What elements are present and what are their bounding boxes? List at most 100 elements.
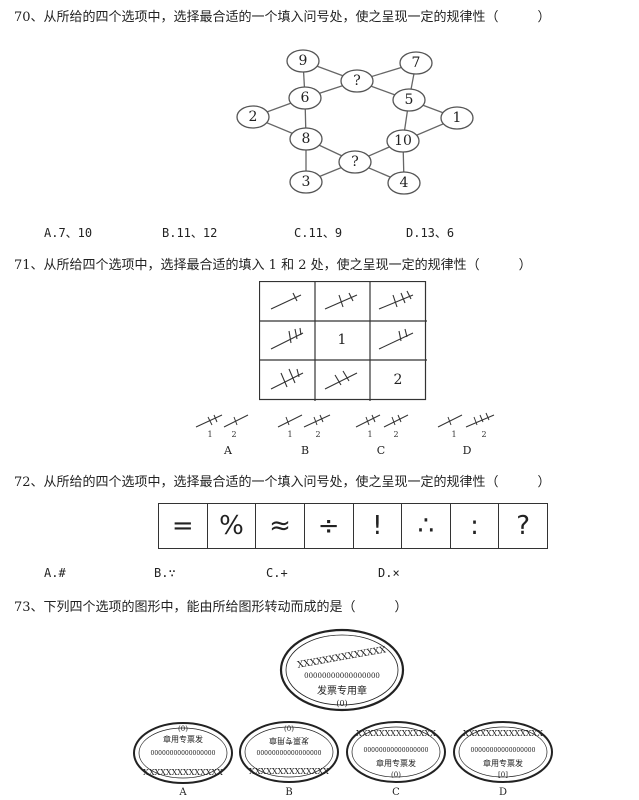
q72-option-a[interactable]: A.#: [44, 566, 66, 580]
q73-option-d-letter[interactable]: D: [499, 787, 507, 798]
q70-node-4: [387, 171, 421, 195]
q73-c-xs: XXXXXXXXXXXXXX: [356, 729, 436, 738]
q70-node-5: [392, 88, 426, 112]
q71-grid: 1 2: [259, 281, 427, 401]
q73-option-c-stamp: XXXXXXXXXXXXXX 00000000000000000 章用专票发 (…: [346, 721, 446, 783]
q73-b-label: 发票专用章: [269, 736, 309, 746]
q73-a-zeros: 00000000000000000: [151, 750, 216, 757]
q70-label-top-question: ?: [353, 73, 361, 89]
q70-label-4: 4: [400, 175, 409, 191]
q71-cell-r2c3-figure: [378, 328, 414, 350]
q71-option-b-figure: [277, 414, 331, 428]
q71-b-sub-2: 2: [315, 430, 320, 439]
q71-option-d-letter[interactable]: D: [463, 444, 472, 457]
q70-node-2: [236, 105, 270, 129]
q73-option-d-stamp: XXXXXXXXXXXXXX 00000000000000000 章用专票发 […: [453, 721, 553, 783]
q73-main-stamp: XXXXXXXXXXXXXX 00000000000000000 发票专用章 (…: [279, 628, 405, 712]
q73-d-zeros: 00000000000000000: [471, 747, 536, 754]
q71-d-sub-1: 1: [451, 430, 456, 439]
q71-option-d-figure: [437, 412, 495, 428]
q71-cell-r1c1-figure: [270, 292, 302, 310]
q70-option-d[interactable]: D.13、6: [406, 226, 455, 240]
q71-cell-r1c2-figure: [324, 292, 358, 310]
q73-a-code: (0): [178, 725, 188, 733]
q73-figures: XXXXXXXXXXXXXX 00000000000000000 发票专用章 (…: [133, 628, 553, 798]
q73-b-zeros: 00000000000000000: [257, 750, 322, 757]
q72-symbol-4: ÷: [305, 504, 354, 548]
question-72-text: 72、从所给的四个选项中，选择最合适的一个填入问号处，使之呈现一定的规律性（ ）: [14, 475, 551, 490]
q72-symbol-7: :: [451, 504, 500, 548]
q72-symbol-question: ?: [516, 511, 531, 541]
q70-label-bottom-question: ?: [351, 154, 359, 170]
q70-option-c[interactable]: C.11、9: [294, 226, 343, 240]
q73-a-label: 章用专票发: [163, 734, 203, 744]
q72-symbol-5: !: [354, 504, 403, 548]
q72-symbol-2: %: [208, 504, 257, 548]
q70-node-bottom-question: [338, 150, 372, 174]
q73-option-c-letter[interactable]: C: [392, 787, 400, 798]
q73-option-a-stamp: (0) 章用专票发 00000000000000000 XXXXXXXXXXXX…: [133, 722, 233, 784]
q73-b-code: (0): [284, 725, 294, 733]
q71-a-sub-2: 2: [231, 430, 236, 439]
q73-b-xs: XXXXXXXXXXXXXX: [249, 767, 329, 776]
q70-node-8: [289, 127, 323, 151]
q70-node-7: [399, 51, 433, 75]
q71-option-c-letter[interactable]: C: [377, 444, 385, 457]
question-73-text: 73、下列四个选项的图形中，能由所给图形转动而成的是（ ）: [14, 600, 408, 615]
q73-c-label: 章用专票发: [376, 758, 416, 768]
q72-symbol-sequence: = % ≈ ÷ ! ∴ : ?: [158, 503, 548, 549]
q71-b-sub-1: 1: [287, 430, 292, 439]
q73-d-code: [0]: [498, 771, 508, 779]
q70-label-7: 7: [412, 55, 421, 71]
q70-node-6: [288, 86, 322, 110]
q72-option-b[interactable]: B.∵: [154, 566, 176, 580]
q70-label-10: 10: [394, 133, 412, 149]
q71-cell-r3c1-figure: [270, 368, 304, 390]
q70-node-3: [289, 170, 323, 194]
q70-label-1: 1: [453, 110, 462, 126]
q73-option-a-letter[interactable]: A: [178, 787, 187, 798]
question-71-text: 71、从所给四个选项中，选择最合适的填入 1 和 2 处，使之呈现一定的规律性（…: [14, 258, 532, 273]
q70-label-2: 2: [249, 109, 258, 125]
q70-option-b[interactable]: B.11、12: [162, 226, 218, 240]
q70-label-8: 8: [302, 131, 311, 147]
q71-a-sub-1: 1: [207, 430, 212, 439]
q71-cell-1-label: 1: [338, 332, 347, 348]
q70-label-6: 6: [301, 90, 310, 106]
q73-c-zeros: 00000000000000000: [364, 747, 429, 754]
q71-c-sub-1: 1: [367, 430, 372, 439]
q71-option-b-letter[interactable]: B: [301, 444, 309, 457]
q73-main-code: (0): [336, 699, 347, 708]
q70-label-9: 9: [299, 53, 308, 69]
q73-d-label: 章用专票发: [483, 758, 523, 768]
question-70-text: 70、从所给的四个选项中，选择最合适的一个填入问号处，使之呈现一定的规律性（ ）: [14, 10, 551, 25]
q72-option-c[interactable]: C.+: [266, 566, 288, 580]
q71-cell-2-label: 2: [394, 372, 403, 388]
q70-node-9: [286, 49, 320, 73]
q71-c-sub-2: 2: [393, 430, 398, 439]
q72-symbol-3: ≈: [256, 504, 305, 548]
q73-option-b-stamp: 发票专用章 (0) 00000000000000000 XXXXXXXXXXXX…: [239, 721, 339, 783]
q71-cell-r3c2-figure: [324, 370, 358, 390]
q72-symbol-1: =: [159, 504, 208, 548]
q70-label-5: 5: [405, 92, 414, 108]
q70-node-1: [440, 106, 474, 130]
q71-cell-r2c1-figure: [270, 327, 304, 350]
q70-option-a[interactable]: A.7、10: [44, 226, 93, 240]
q71-option-a-figure: [195, 414, 249, 428]
q70-label-3: 3: [302, 174, 311, 190]
q71-options-figures: 1 2 1 2 1 2 1 2 A B C D: [195, 412, 495, 457]
q70-node-10: [386, 129, 420, 153]
q71-option-a-letter[interactable]: A: [223, 444, 233, 457]
q73-d-xs: XXXXXXXXXXXXXX: [463, 729, 543, 738]
q72-option-d[interactable]: D.×: [378, 566, 400, 580]
q73-main-zeros: 00000000000000000: [304, 672, 380, 680]
q73-option-b-letter[interactable]: B: [285, 787, 292, 798]
q70-node-top-question: [340, 69, 374, 93]
q72-symbol-6: ∴: [402, 504, 451, 548]
q71-option-c-figure: [355, 414, 409, 428]
q71-cell-r1c3-figure: [378, 290, 414, 310]
q73-main-label: 发票专用章: [317, 684, 367, 697]
q71-d-sub-2: 2: [481, 430, 486, 439]
q73-c-code: (0): [391, 771, 401, 779]
